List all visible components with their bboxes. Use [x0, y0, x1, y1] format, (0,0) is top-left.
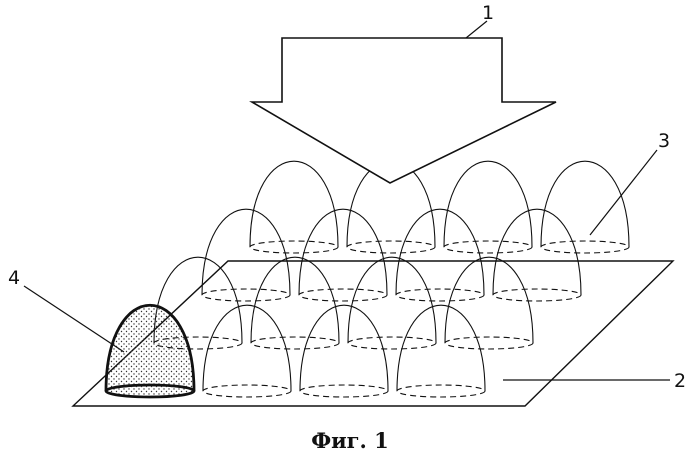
dome-base-ellipse — [250, 241, 338, 253]
dome-base-ellipse — [541, 241, 629, 253]
leader-line-3 — [590, 150, 657, 235]
dome-base-ellipse — [347, 241, 435, 253]
dome-outline — [541, 161, 629, 247]
dome-outline — [250, 161, 338, 247]
label-highlighted-dome: 4 — [8, 269, 20, 288]
label-dome: 3 — [658, 132, 670, 151]
figure-caption: Фиг. 1 — [0, 428, 700, 453]
label-plate: 2 — [674, 372, 686, 391]
label-arrow: 1 — [482, 4, 494, 23]
domes-layer — [73, 161, 673, 406]
dome-outline — [444, 161, 532, 247]
leader-line-4 — [24, 286, 124, 352]
dome-base-ellipse — [444, 241, 532, 253]
